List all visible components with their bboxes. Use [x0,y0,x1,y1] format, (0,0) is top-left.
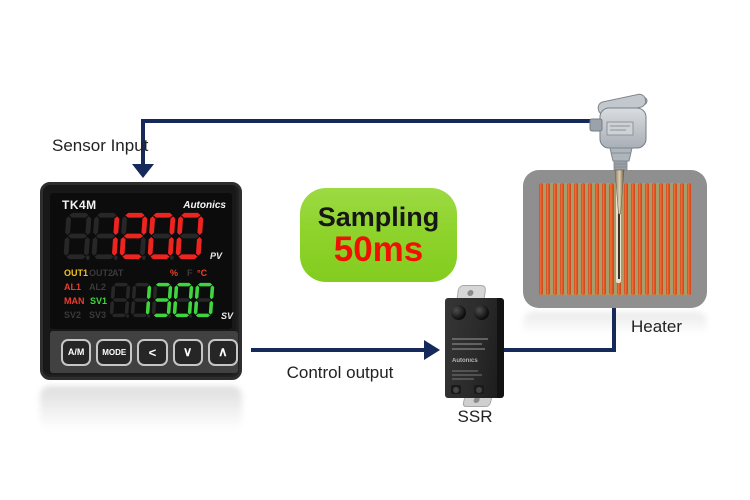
temperature-controller: TK4M Autonics PV OUT1 OUT2 AT % F °C AL1… [40,182,242,380]
controller-display: TK4M Autonics PV OUT1 OUT2 AT % F °C AL1… [50,193,234,329]
ssr-label: SSR [457,407,493,426]
sensor-input-label: Sensor Input [52,136,149,155]
down-button[interactable]: ∨ [172,338,203,366]
heater-bar [560,183,565,295]
ssr-terminal-screw [474,305,489,320]
heater-bar [651,183,656,295]
mode-button[interactable]: MODE [96,338,133,366]
heater-bar [539,183,544,295]
indicator-al2: AL2 [89,282,107,292]
ssr-text-line [452,348,485,350]
ssr-heater-wire [504,348,616,352]
heater-bar [553,183,558,295]
unit-percent: % [170,268,179,278]
sensor-wire-vertical [141,119,145,165]
heater-bar [595,183,600,295]
ssr-mount-hole [467,290,474,296]
heater-bar [672,183,677,295]
heater-bar [581,183,586,295]
ssr-device: Autonics [441,283,511,407]
pv-seven-segment-display [62,209,205,263]
ssr-terminal-screw [451,305,466,320]
control-output-wire [251,348,425,352]
sensor-arrowhead-icon [132,164,154,178]
ssr-text-line [452,374,482,376]
ssr-brand-label: Autonics [452,358,478,364]
sampling-badge-value: 50ms [333,229,424,269]
heater-bar [679,183,684,295]
controller-model-label: TK4M [62,198,97,212]
indicator-out1: OUT1 [64,268,89,278]
indicator-sv2: SV2 [64,310,82,320]
control-arrowhead-icon [424,340,440,360]
pv-label: PV [210,251,223,261]
heater-label: Heater [631,317,683,336]
sampling-badge: Sampling 50ms [300,188,457,282]
sensor-wire-horizontal [143,119,600,123]
controller-keypad: A/M MODE < ∨ ∧ [50,331,238,373]
temperature-sensor-icon [589,93,648,215]
shift-left-button[interactable]: < [137,338,168,366]
ssr-text-line [452,370,478,372]
indicator-al1: AL1 [64,282,82,292]
controller-reflection [40,386,242,430]
control-output-label: Control output [286,363,394,382]
unit-celsius: °C [197,268,208,278]
ssr-text-line [452,343,482,345]
indicator-sv1: SV1 [90,296,108,306]
sensor-probe-needle [617,183,620,279]
heater-bar [630,183,635,295]
screw-dot [453,386,459,393]
heater-bar [602,183,607,295]
up-button[interactable]: ∧ [207,338,238,366]
indicator-at: AT [112,268,124,278]
sv-seven-segment-display [109,279,216,321]
controller-brand-logo: Autonics [183,200,226,211]
unit-fahrenheit: F [187,268,193,278]
heater-bar [686,183,692,295]
heater-bar [567,183,572,295]
ssr-text-line [452,378,474,380]
heater-bar [658,183,663,295]
sv-label: SV [221,311,234,321]
heater-bar [644,183,649,295]
ssr-body: Autonics [445,298,504,398]
auto-manual-button[interactable]: A/M [61,338,92,366]
heater-bar [637,183,642,295]
indicator-sv3: SV3 [89,310,107,320]
heater-bar [609,183,614,295]
heater-bar [588,183,593,295]
screw-dot [476,386,482,393]
ssr-bottom-terminal [474,385,484,394]
sampling-badge-title: Sampling [317,202,440,233]
ssr-text-line [452,338,488,340]
heater-wire-vertical [612,306,616,352]
indicator-man: MAN [64,296,85,306]
sensor-probe-slot [616,183,621,283]
heater-bar [574,183,579,295]
heater-bar [546,183,551,295]
heater-block [523,170,707,308]
indicator-out2: OUT2 [89,268,114,278]
heater-bar [665,183,670,295]
heater-bar [623,183,628,295]
heater-elements [539,183,692,295]
ssr-bottom-terminal [451,385,461,394]
